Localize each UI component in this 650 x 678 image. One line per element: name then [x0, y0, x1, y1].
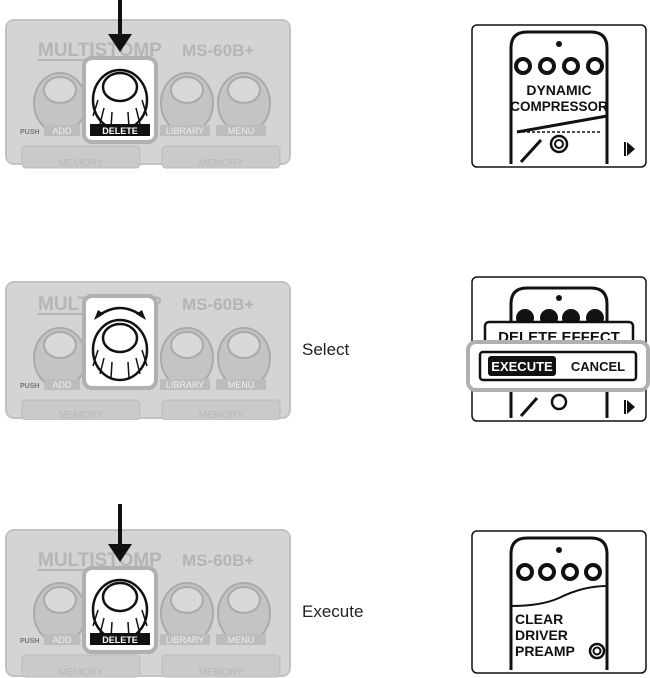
brand-logo: MULTISTOMP [38, 550, 162, 571]
lcd-screen: CLEAR DRIVER PREAMP [471, 530, 647, 674]
next-arrow-icon [627, 400, 635, 414]
step-1: MULTISTOMP MS-60B+ PUSH ADD LIBRARY MENU… [0, 0, 650, 170]
delete-label: DELETE [102, 126, 138, 136]
choice-highlight: EXECUTE CANCEL [466, 340, 650, 392]
library-label: LIBRARY [166, 635, 204, 645]
effect-name-line1: DYNAMIC [526, 82, 591, 98]
step-caption: Select [302, 340, 350, 359]
push-label: PUSH [20, 383, 39, 390]
delete-knob-highlight[interactable]: DELETE [82, 56, 158, 144]
menu-label: MENU [228, 635, 255, 645]
compressor-curve [516, 114, 608, 134]
effect-name-line1: CLEAR [515, 611, 563, 627]
knob-menu[interactable] [217, 72, 271, 134]
menu-label: MENU [228, 126, 255, 136]
step-3: MULTISTOMP MS-60B+ PUSH ADD LIBRARY MENU… [0, 500, 650, 678]
memory-left-label: MEMORY [59, 158, 104, 169]
led-icon [556, 41, 562, 47]
rotate-arrow-icon [94, 306, 146, 320]
memory-right-label: MEMORY [199, 667, 244, 678]
memory-right-label: MEMORY [199, 158, 244, 169]
switch-icon [549, 134, 569, 154]
effect-name-line2: DRIVER [515, 627, 568, 643]
lcd-knobs [516, 563, 602, 581]
switch-icon [588, 642, 606, 660]
memory-left-label: MEMORY [59, 410, 104, 420]
knob-menu[interactable] [217, 327, 271, 389]
lcd-knobs [514, 57, 604, 75]
model-name: MS-60B+ [182, 41, 254, 60]
select-knob-highlight[interactable] [82, 294, 158, 390]
add-label: ADD [52, 380, 72, 390]
press-arrow-icon [108, 0, 132, 52]
step-2: MULTISTOMP MS-60B+ PUSH ADD LIBRARY MENU… [0, 270, 650, 430]
effect-name-line3: PREAMP [515, 643, 575, 659]
next-arrow-icon [627, 142, 635, 156]
menu-label: MENU [228, 380, 255, 390]
step-caption: Execute [302, 602, 364, 621]
add-label: ADD [52, 126, 72, 136]
memory-left-label: MEMORY [59, 667, 104, 678]
delete-knob-highlight[interactable]: DELETE [82, 566, 158, 654]
execute-option[interactable]: EXECUTE [488, 356, 556, 376]
pedal-illustration: MULTISTOMP MS-60B+ PUSH ADD LIBRARY MENU… [5, 281, 291, 420]
push-label: PUSH [20, 638, 39, 645]
model-name: MS-60B+ [182, 295, 254, 314]
effect-name-line2: COMPRESSOR [510, 99, 608, 114]
model-name: MS-60B+ [182, 551, 254, 570]
press-arrow-icon [108, 504, 132, 562]
pedal-illustration: MULTISTOMP MS-60B+ PUSH ADD LIBRARY MENU… [5, 504, 291, 678]
pedal-graphic-curve [510, 585, 608, 607]
execute-label: EXECUTE [491, 359, 553, 374]
knob-left[interactable] [33, 327, 87, 389]
library-label: LIBRARY [166, 126, 204, 136]
knob-library[interactable] [160, 72, 214, 134]
knob-left[interactable] [33, 72, 87, 134]
memory-right-label: MEMORY [199, 410, 244, 420]
lcd-screen: DYNAMIC COMPRESSOR [471, 24, 647, 168]
delete-label: DELETE [102, 635, 138, 645]
push-label: PUSH [20, 129, 39, 136]
library-label: LIBRARY [166, 380, 204, 390]
pedal-illustration: MULTISTOMP MS-60B+ PUSH ADD LIBRARY MENU… [5, 0, 291, 169]
led-icon [556, 547, 562, 553]
knob-library[interactable] [160, 327, 214, 389]
cancel-option[interactable]: CANCEL [571, 359, 625, 374]
add-label: ADD [52, 635, 72, 645]
brand-logo: MULTISTOMP [38, 40, 162, 61]
